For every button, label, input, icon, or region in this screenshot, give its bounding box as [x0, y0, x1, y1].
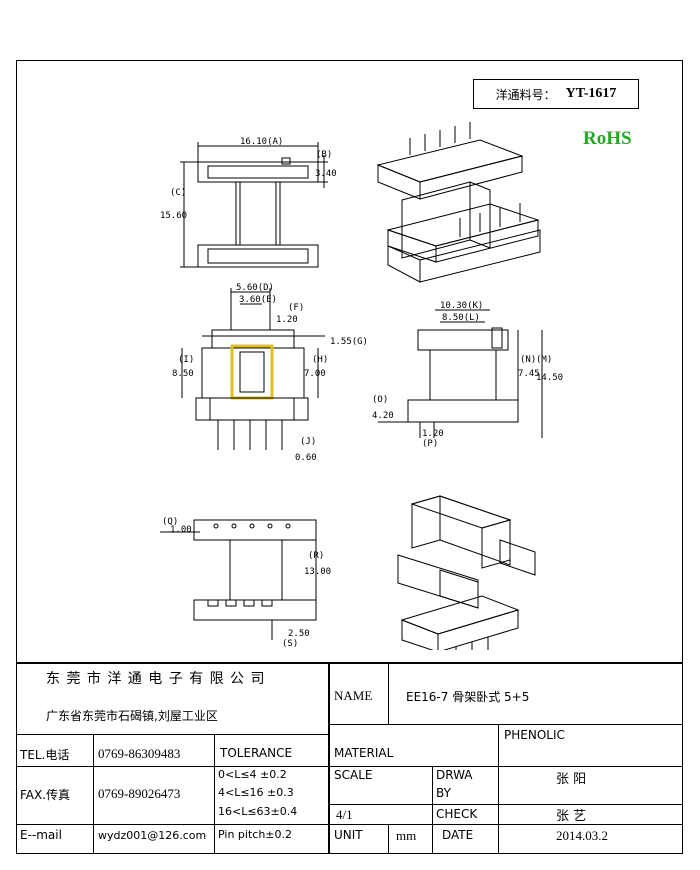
dim-o-ref: (O): [372, 395, 388, 405]
unit-value: mm: [396, 828, 417, 843]
rohs-mark: RoHS: [583, 128, 632, 149]
dim-l: 8.50(L): [442, 313, 480, 323]
company-address: 广东省东莞市石碣镇,刘屋工业区: [46, 709, 218, 723]
dim-m: 14.50: [536, 373, 563, 383]
tolerance-label: TOLERANCE: [220, 746, 293, 760]
name-value: EE16-7 骨架卧式 5+5: [406, 690, 530, 704]
part-number: YT-1617: [565, 86, 617, 101]
dim-f: 1.20: [276, 315, 298, 325]
unit-label: UNIT: [334, 828, 363, 842]
scale-value: 4/1: [336, 807, 353, 822]
dim-i: 8.50: [172, 369, 194, 379]
tel-label: TEL.电话: [20, 748, 70, 762]
tolerance-1: 0<L≤4 ±0.2: [218, 768, 287, 781]
tel-value: 0769-86309483: [98, 746, 181, 761]
drawn-by-label-1: DRWA: [436, 768, 473, 782]
check-label: CHECK: [436, 807, 478, 821]
drawn-by-value: 张 阳: [556, 772, 587, 787]
dim-r-ref: (R): [308, 551, 324, 561]
tolerance-4: Pin pitch±0.2: [218, 828, 292, 841]
bottom-view: (Q) 1.00 (R) 13.00 2.50 (S): [160, 517, 331, 649]
company-name: 东 莞 市 洋 通 电 子 有 限 公 司: [46, 671, 266, 687]
dim-c: 15.60: [160, 211, 187, 221]
dim-g: 1.55(G): [330, 337, 368, 347]
drawn-by-label-2: BY: [436, 786, 451, 800]
material-value: PHENOLIC: [504, 728, 565, 742]
part-number-label: 洋通料号：: [495, 87, 556, 102]
dim-p-ref: (P): [422, 439, 438, 449]
dim-j: 0.60: [295, 453, 317, 463]
dim-e: 3.60(E): [239, 295, 277, 305]
dim-p: 1.20: [422, 429, 444, 439]
dim-q: 1.00: [170, 525, 192, 535]
top-view: 16.10(A) (C) 15.60 (B) 3.40: [160, 137, 337, 268]
dim-s: 2.50: [288, 629, 310, 639]
dim-n: 7.45: [518, 369, 540, 379]
name-label: NAME: [334, 688, 373, 703]
dim-f-ref: (F): [288, 303, 304, 313]
material-label: MATERIAL: [334, 746, 394, 760]
dim-b-ref: (B): [316, 150, 332, 160]
drawing-frame: [16, 60, 683, 854]
technical-drawing: 16.10(A) (C) 15.60 (B) 3.40: [160, 122, 563, 650]
dim-j-ref: (J): [300, 437, 316, 447]
isometric-view-top: [376, 122, 541, 283]
side-view: 10.30(K) 8.50(L) (N) 7.45 (M) 14.50 (O) …: [372, 301, 563, 449]
dim-s-ref: (S): [282, 639, 298, 649]
dim-o: 4.20: [372, 411, 394, 421]
fax-label: FAX.传真: [20, 788, 71, 802]
email-value: wydz001@126.com: [98, 829, 207, 842]
front-view: 5.60(D) 3.60(E) (F) 1.20 1.55(G) (I) 8.5…: [172, 283, 368, 463]
dim-i-ref: (I): [178, 355, 194, 365]
part-number-box: 洋通料号： YT-1617: [473, 79, 639, 109]
dim-b: 3.40: [315, 169, 337, 179]
email-label: E--mail: [20, 828, 62, 842]
title-block: 东 莞 市 洋 通 电 子 有 限 公 司 广东省东莞市石碣镇,刘屋工业区 NA…: [16, 662, 683, 854]
dim-d: 5.60(D): [236, 283, 274, 293]
tolerance-2: 4<L≤16 ±0.3: [218, 786, 294, 799]
scale-label: SCALE: [334, 768, 373, 782]
dim-h-ref: (H): [312, 355, 328, 365]
dim-q-ref: (Q): [162, 517, 178, 527]
dim-c-ref: (C): [170, 188, 186, 198]
dim-m-ref: (M): [536, 355, 552, 365]
dim-a: 16.10(A): [240, 137, 283, 147]
dim-r: 13.00: [304, 567, 331, 577]
tolerance-3: 16<L≤63±0.4: [218, 805, 298, 818]
dim-h: 7.00: [304, 369, 326, 379]
isometric-view-bottom: [397, 495, 536, 650]
dim-k: 10.30(K): [440, 301, 483, 311]
fax-value: 0769-89026473: [98, 786, 181, 801]
dim-n-ref: (N): [520, 355, 536, 365]
date-value: 2014.03.2: [556, 828, 608, 843]
check-value: 张 艺: [556, 809, 587, 824]
date-label: DATE: [442, 828, 474, 842]
